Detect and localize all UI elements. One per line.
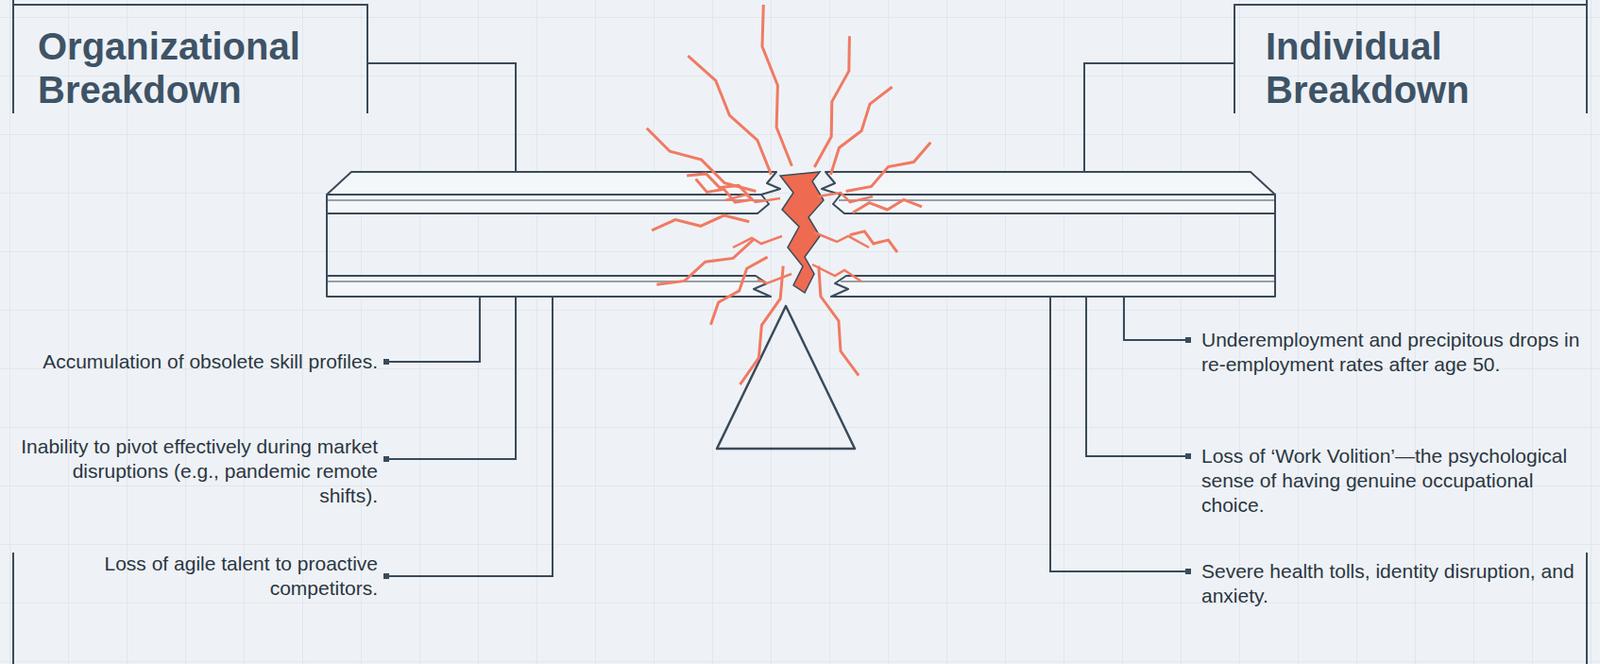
fulcrum	[716, 306, 855, 449]
lightning-bolt	[686, 173, 752, 200]
bullet-text: Severe health tolls, identity disruption…	[1201, 559, 1591, 609]
lightning-bolt	[846, 142, 932, 192]
lightning-bolts	[646, 4, 932, 385]
lightning-bolt	[646, 128, 757, 192]
bullet-text: Underemployment and precipitous drops in…	[1201, 327, 1591, 377]
bullet-text: Loss of agile talent to proactive compet…	[14, 551, 378, 601]
leader-lines	[367, 63, 1235, 577]
lightning-bolt	[740, 266, 784, 385]
lightning-bolt	[651, 215, 749, 231]
lightning-bolt	[850, 231, 898, 253]
leader-dots	[383, 337, 1192, 579]
lightning-bolt	[762, 4, 792, 167]
lightning-bolt	[852, 199, 922, 213]
lightning-bolt	[711, 256, 768, 325]
lightning-bolt	[687, 55, 771, 175]
section-heading: Organizational Breakdown	[37, 24, 364, 112]
lightning-bolt	[656, 238, 754, 285]
beam-right	[821, 171, 1276, 297]
bullet-text: Inability to pivot effectively during ma…	[14, 434, 378, 509]
beam-left	[326, 171, 781, 297]
bullet-text: Accumulation of obsolete skill profiles.	[14, 349, 378, 375]
lightning-bolt	[818, 266, 859, 376]
lightning-bolt	[831, 86, 893, 175]
lightning-bolt	[814, 35, 850, 168]
section-heading: Individual Breakdown	[1265, 24, 1592, 112]
lightning-bolt	[696, 179, 753, 204]
bullet-text: Loss of ‘Work Volition’—the psychologica…	[1201, 443, 1591, 518]
